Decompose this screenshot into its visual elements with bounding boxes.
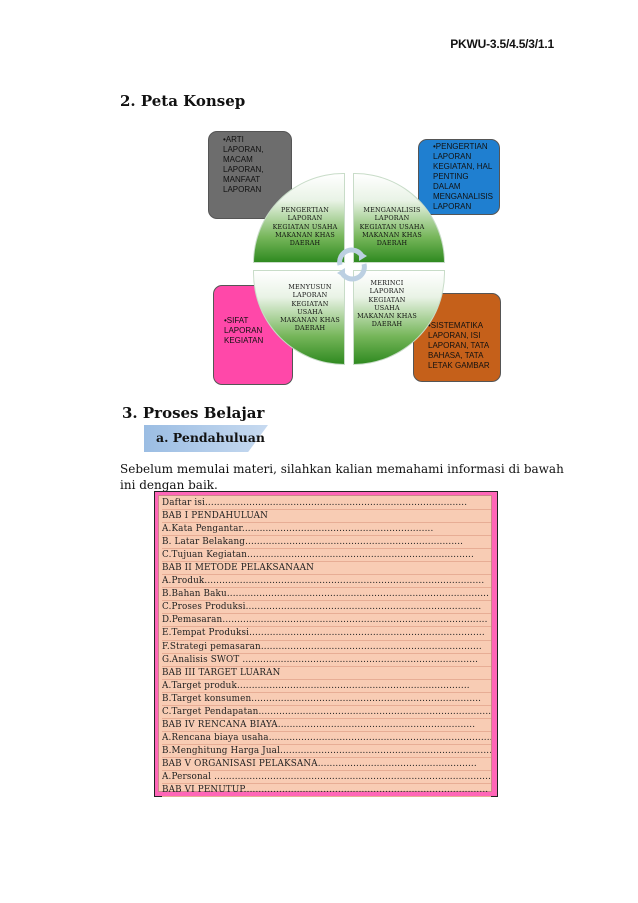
concept-box-top-right-text: •PENGERTIAN LAPORAN KEGIATAN, HAL PENTIN…: [433, 142, 494, 211]
toc-line: D.Pemasaran.............................…: [162, 614, 491, 628]
subsection-a-title: a. Pendahuluan: [156, 430, 265, 445]
toc-line: BAB IV RENCANA BIAYA....................…: [162, 719, 491, 732]
subsection-tab: [144, 425, 268, 452]
toc-line: G.Analisis SWOT ........................…: [162, 654, 491, 667]
concept-box-bottom-left-text: •SIFAT LAPORAN KEGIATAN: [224, 316, 264, 345]
toc-line: B.Bahan Baku............................…: [162, 588, 491, 602]
toc-line: A.Produk................................…: [162, 575, 491, 589]
concept-quad-bottom-left-text: MENYUSUN LAPORAN KEGIATAN USAHA MAKANAN …: [280, 283, 340, 333]
concept-box-top-left-text: •ARTI LAPORAN, MACAM LAPORAN, MANFAAT LA…: [223, 135, 264, 194]
toc-line: B.Menghitung Harga Jual.................…: [162, 745, 491, 758]
toc-line: B.Target konsumen.......................…: [162, 693, 491, 706]
toc-line: A.Kata Pengantar........................…: [162, 523, 491, 537]
concept-box-bottom-right-text: •SISTEMATIKA LAPORAN, ISI LAPORAN, TATA …: [428, 321, 490, 370]
toc-line: E.Tempat Produksi.......................…: [162, 627, 491, 641]
toc-line: BAB VI PENUTUP..........................…: [162, 784, 491, 798]
table-of-contents: Daftar isi..............................…: [158, 495, 492, 798]
toc-line: A.Personal .............................…: [162, 771, 491, 785]
section-2-title: 2. Peta Konsep: [120, 92, 246, 110]
section-3-title: 3. Proses Belajar: [122, 404, 265, 422]
concept-quad-top-right-text: MENGANALISIS LAPORAN KEGIATAN USAHA MAKA…: [359, 206, 425, 248]
toc-line: BAB I PENDAHULUAN: [162, 510, 491, 524]
toc-line: F.Strategi pemasaran....................…: [162, 641, 491, 654]
toc-line: A.Rencana biaya usaha...................…: [162, 732, 491, 745]
concept-quad-bottom-right-text: MERINCI LAPORAN KEGIATAN USAHA MAKANAN K…: [357, 279, 417, 329]
toc-line: BAB III TARGET LUARAN: [162, 667, 491, 680]
toc-line: B. Latar Belakang.......................…: [162, 536, 491, 550]
document-code: PKWU-3.5/4.5/3/1.1: [450, 37, 554, 51]
toc-line: C.Target Pendapatan.....................…: [162, 706, 491, 719]
concept-box-top-right: •PENGERTIAN LAPORAN KEGIATAN, HAL PENTIN…: [418, 139, 500, 215]
concept-box-bottom-right: •SISTEMATIKA LAPORAN, ISI LAPORAN, TATA …: [413, 293, 501, 382]
toc-line: C.Tujuan Kegiatan.......................…: [162, 549, 491, 563]
toc-line: BAB II METODE PELAKSANAAN: [162, 562, 491, 576]
concept-box-top-left: •ARTI LAPORAN, MACAM LAPORAN, MANFAAT LA…: [208, 131, 292, 219]
cycle-arrows-icon: [337, 247, 367, 282]
toc-line: C.Proses Produksi.......................…: [162, 601, 491, 615]
intro-paragraph: Sebelum memulai materi, silahkan kalian …: [120, 462, 564, 492]
toc-line: Daftar isi..............................…: [162, 497, 491, 511]
toc-line: A.Target produk.........................…: [162, 680, 491, 693]
concept-quad-top-left-text: PENGERTIAN LAPORAN KEGIATAN USAHA MAKANA…: [272, 206, 338, 248]
toc-line: BAB V ORGANISASI PELAKSANA..............…: [162, 758, 491, 771]
